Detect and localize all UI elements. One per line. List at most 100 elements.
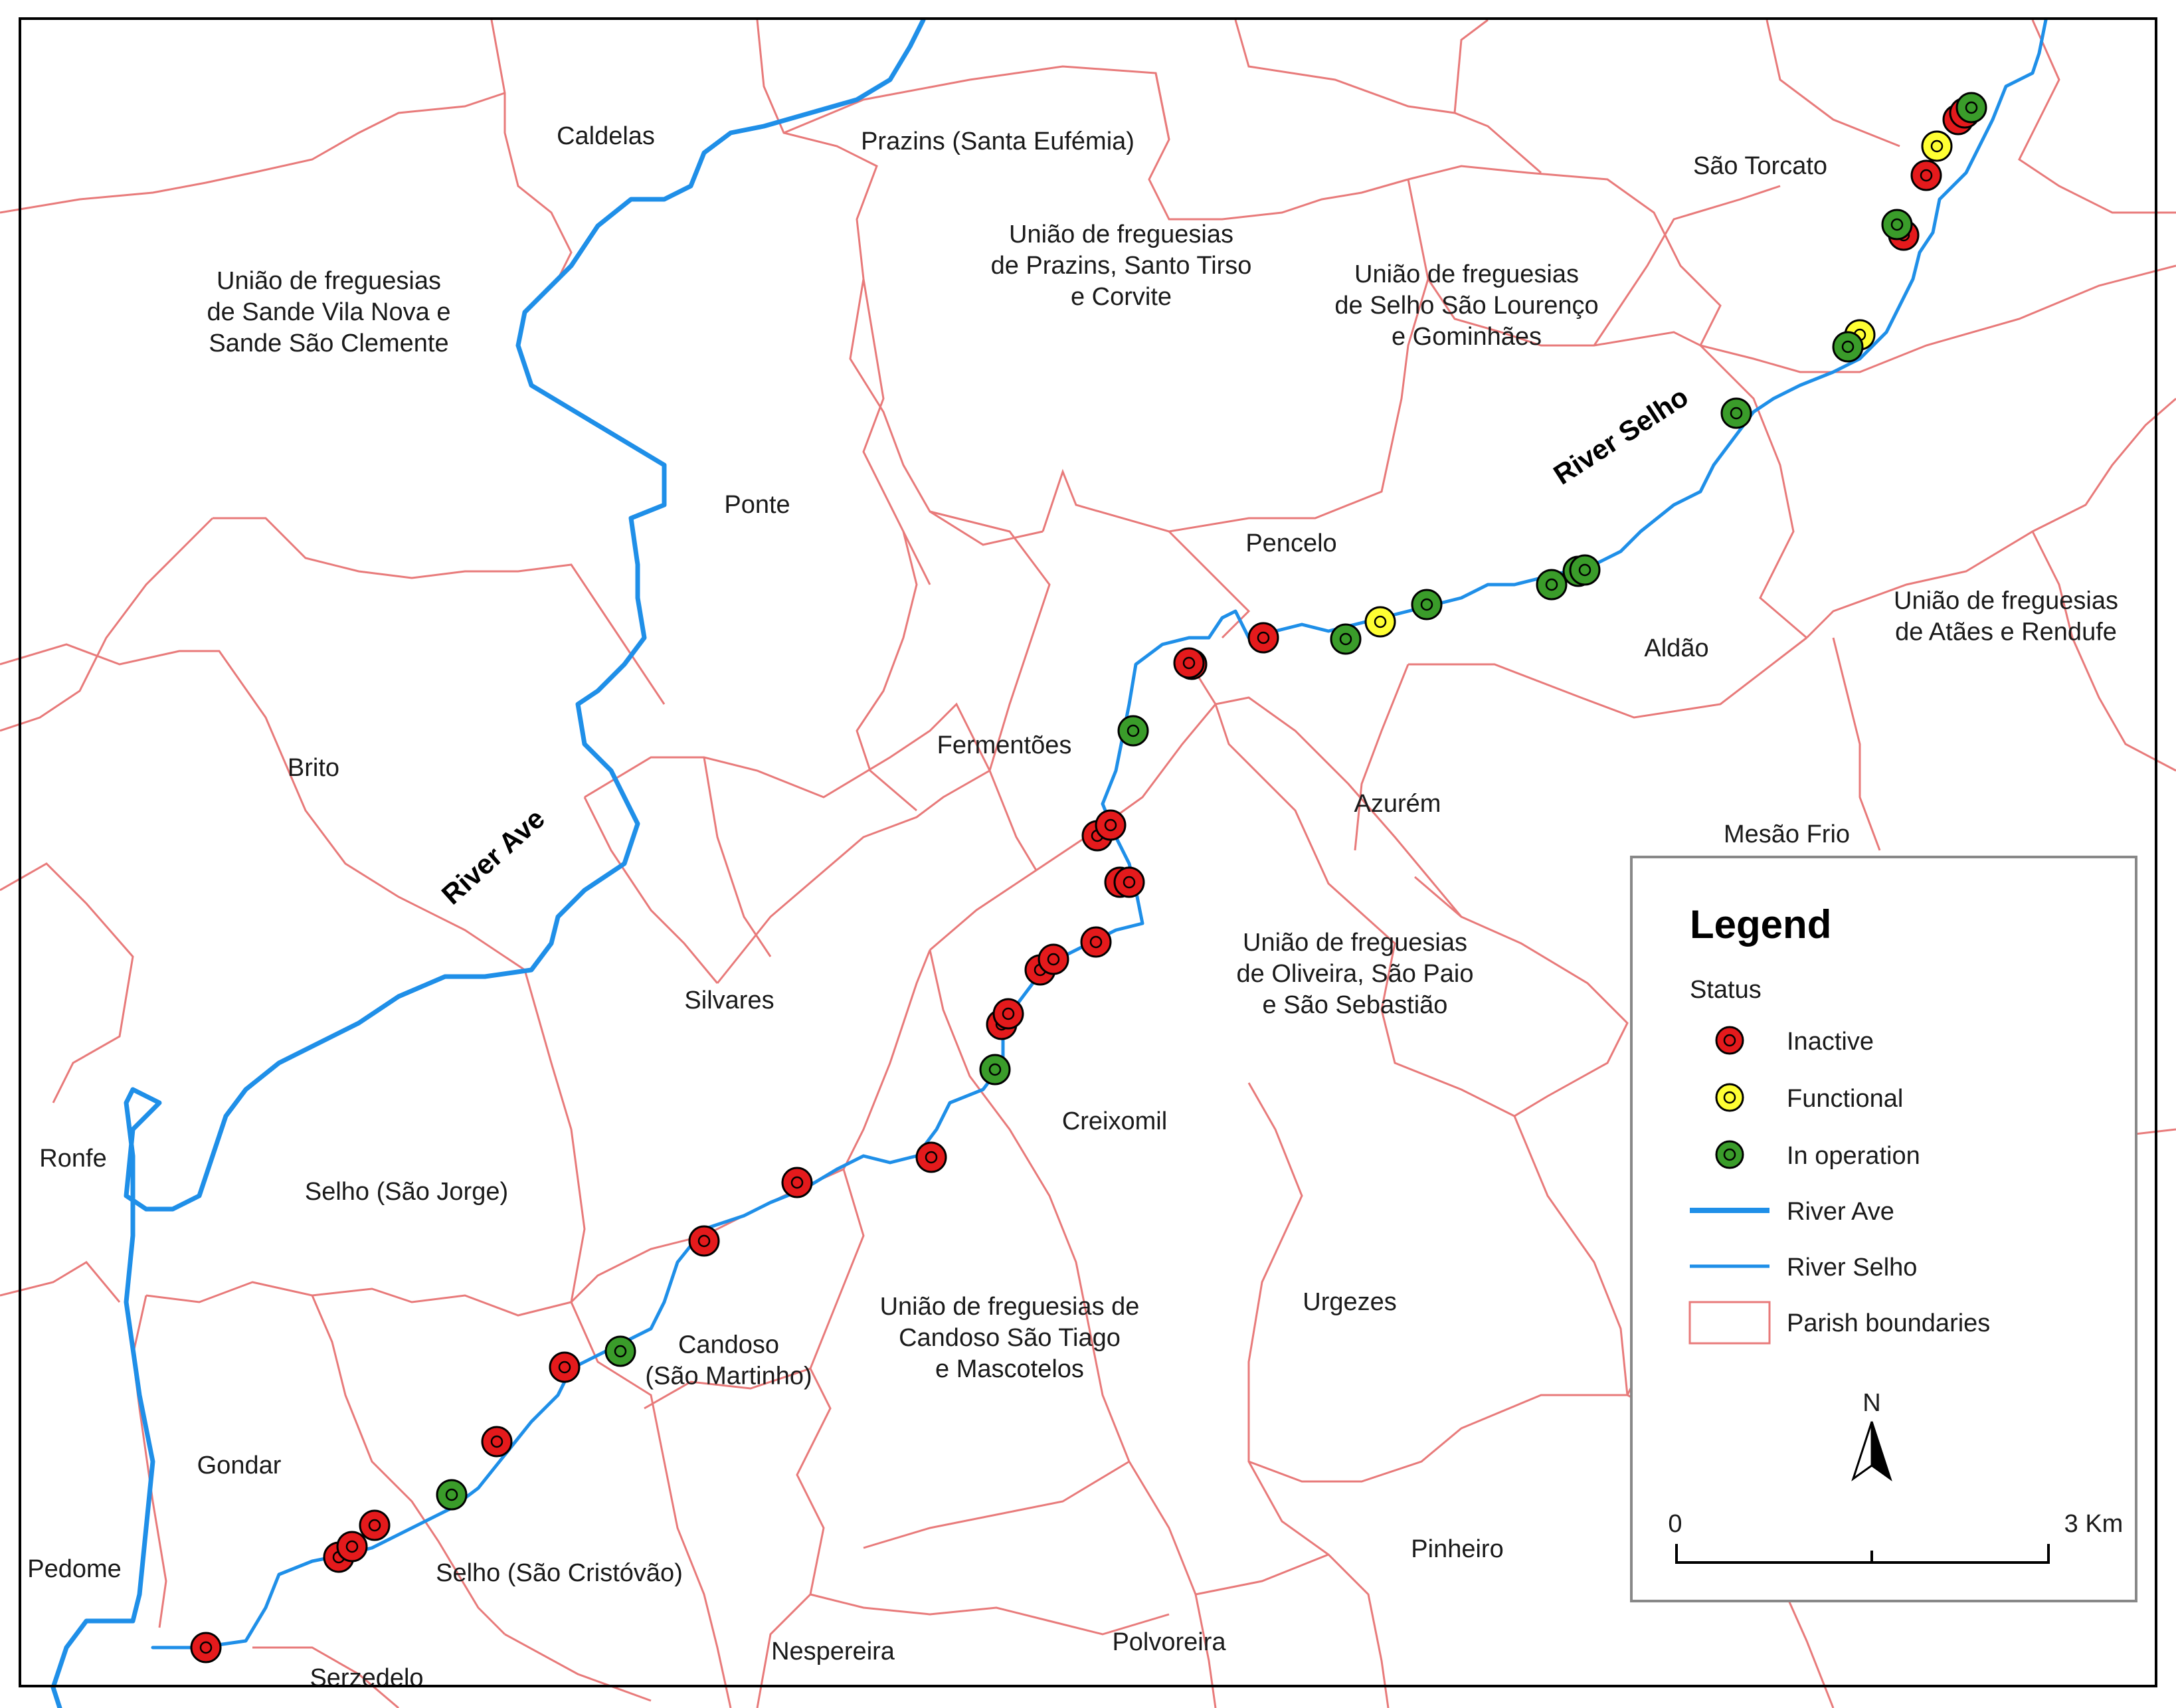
parish-label-line: de Sande Vila Nova e xyxy=(207,298,451,326)
north-arrow-label: N xyxy=(1862,1389,1880,1417)
parish-label-line: Gondar xyxy=(197,1452,282,1479)
mill-marker-center xyxy=(1420,598,1433,611)
parish-label-line: de Prazins, Santo Tirso xyxy=(991,252,1252,280)
mill-marker-in-operation xyxy=(604,1335,636,1367)
mill-marker-center xyxy=(1920,169,1933,182)
mill-marker-circle xyxy=(915,1141,947,1173)
mill-marker-center xyxy=(1578,563,1591,577)
mill-marker-center xyxy=(614,1345,627,1358)
parish-label-line: Sande São Clemente xyxy=(209,330,448,357)
mill-marker-center xyxy=(1257,631,1270,644)
parish-label-line: Prazins (Santa Eufémia) xyxy=(861,128,1134,155)
mill-marker-inactive xyxy=(688,1225,720,1257)
mill-marker-circle xyxy=(979,1054,1011,1086)
north-arrow: N xyxy=(1851,1389,1892,1481)
mill-marker-in-operation xyxy=(979,1054,1011,1086)
parish-label: União de freguesias de Prazins, Santo Tir… xyxy=(991,221,1252,311)
mill-marker-functional xyxy=(1364,606,1396,638)
mill-marker-circle xyxy=(481,1426,513,1458)
legend-status-heading: Status xyxy=(1690,976,1762,1004)
parish-label-line: de Oliveira, São Paio xyxy=(1237,960,1474,988)
parish-label-line: União de freguesias xyxy=(1243,929,1467,957)
map-frame xyxy=(19,17,2157,1687)
mill-marker-center xyxy=(368,1519,381,1532)
parish-label: Urgezes xyxy=(1303,1288,1397,1316)
mill-marker-in-operation xyxy=(1832,331,1864,363)
parish-label: Aldão xyxy=(1644,634,1708,662)
mill-marker-inactive xyxy=(781,1167,813,1198)
mill-marker-center xyxy=(988,1063,1002,1076)
mill-marker-inactive xyxy=(359,1509,391,1541)
legend-in-operation-label: In operation xyxy=(1787,1142,1920,1170)
parish-label: Ronfe xyxy=(39,1145,106,1173)
mill-marker-center xyxy=(1339,632,1352,646)
parish-label-line: União de freguesias xyxy=(1009,221,1233,248)
legend-item-in-operation: In operation xyxy=(1715,1140,1920,1170)
mill-marker-inactive xyxy=(915,1141,947,1173)
mill-marker-center xyxy=(1930,140,1944,153)
mill-marker-in-operation xyxy=(1955,92,1987,124)
mill-marker-center xyxy=(199,1641,213,1654)
mill-marker-center xyxy=(925,1151,938,1164)
parish-label-line: e Corvite xyxy=(1071,283,1172,311)
parish-label: Creixomil xyxy=(1062,1107,1167,1135)
mill-marker-inactive xyxy=(190,1632,222,1663)
parish-label-line: Ponte xyxy=(724,491,790,519)
parish-label-line: Caldelas xyxy=(557,122,655,150)
legend-in-operation-marker-center xyxy=(1723,1148,1736,1161)
parish-label-line: (São Martinho) xyxy=(645,1363,812,1390)
parish-label-line: Urgezes xyxy=(1303,1288,1397,1316)
scale-bar-end-label: 3 Km xyxy=(2064,1510,2124,1538)
legend-item-inactive: Inactive xyxy=(1715,1026,1874,1056)
mill-marker-functional xyxy=(1921,130,1953,162)
parish-label: Fermentões xyxy=(937,731,1072,759)
river-ave xyxy=(50,17,926,1708)
parish-label-line: Selho (São Cristóvão) xyxy=(436,1559,683,1587)
mill-marker-circle xyxy=(1247,622,1279,654)
parish-label: Pencelo xyxy=(1245,529,1336,557)
parish-label: Candoso (São Martinho) xyxy=(645,1331,812,1390)
mill-marker-center xyxy=(1545,578,1558,591)
parish-label-line: União de freguesias xyxy=(1894,587,2118,615)
legend-inactive-marker xyxy=(1715,1026,1744,1055)
mill-marker-inactive xyxy=(1095,809,1127,841)
mill-marker-circle xyxy=(688,1225,720,1257)
parish-label-line: Azurém xyxy=(1354,790,1441,818)
parish-label: Polvoreira xyxy=(1112,1628,1226,1656)
legend-river-ave-label: River Ave xyxy=(1787,1198,1894,1226)
mill-marker-center xyxy=(790,1176,804,1189)
mill-marker-center xyxy=(1182,656,1196,670)
legend-title: Legend xyxy=(1690,902,1831,947)
parish-label-line: Fermentões xyxy=(937,731,1072,759)
parish-label-line: Polvoreira xyxy=(1112,1628,1226,1656)
mill-marker-circle xyxy=(1411,589,1443,620)
legend-item-river-selho: River Selho xyxy=(1690,1254,1917,1281)
mill-marker-inactive xyxy=(1113,866,1145,898)
parish-label: União de freguesias de Oliveira, São Paio… xyxy=(1237,929,1474,1019)
mill-marker-inactive xyxy=(336,1531,368,1563)
parish-label-line: União de freguesias xyxy=(1354,260,1579,288)
legend-item-parish-boundaries: Parish boundaries xyxy=(1688,1301,1990,1345)
parish-label-line: União de freguesias de xyxy=(880,1293,1140,1321)
parish-label-line: e Mascotelos xyxy=(935,1355,1084,1383)
parish-label: Azurém xyxy=(1354,790,1441,818)
mill-marker-in-operation xyxy=(1330,623,1362,655)
parish-label: Silvares xyxy=(684,987,774,1014)
legend-parish-boundaries-swatch xyxy=(1688,1301,1771,1345)
legend-in-operation-marker xyxy=(1715,1140,1744,1169)
parish-label-line: Serzedelo xyxy=(310,1664,423,1692)
mill-marker-circle xyxy=(1330,623,1362,655)
parish-label-line: Mesão Frio xyxy=(1724,820,1850,848)
parish-label: Selho (São Jorge) xyxy=(305,1178,508,1206)
mill-marker-center xyxy=(1127,724,1140,737)
legend-functional-label: Functional xyxy=(1787,1085,1903,1113)
parish-label-line: Pinheiro xyxy=(1411,1535,1503,1563)
parish-label-line: Brito xyxy=(288,754,339,782)
mill-marker-circle xyxy=(359,1509,391,1541)
mill-marker-circle xyxy=(1910,159,1942,191)
parish-label-line: Candoso xyxy=(678,1331,779,1359)
parish-label-line: e Gominhães xyxy=(1392,323,1542,351)
